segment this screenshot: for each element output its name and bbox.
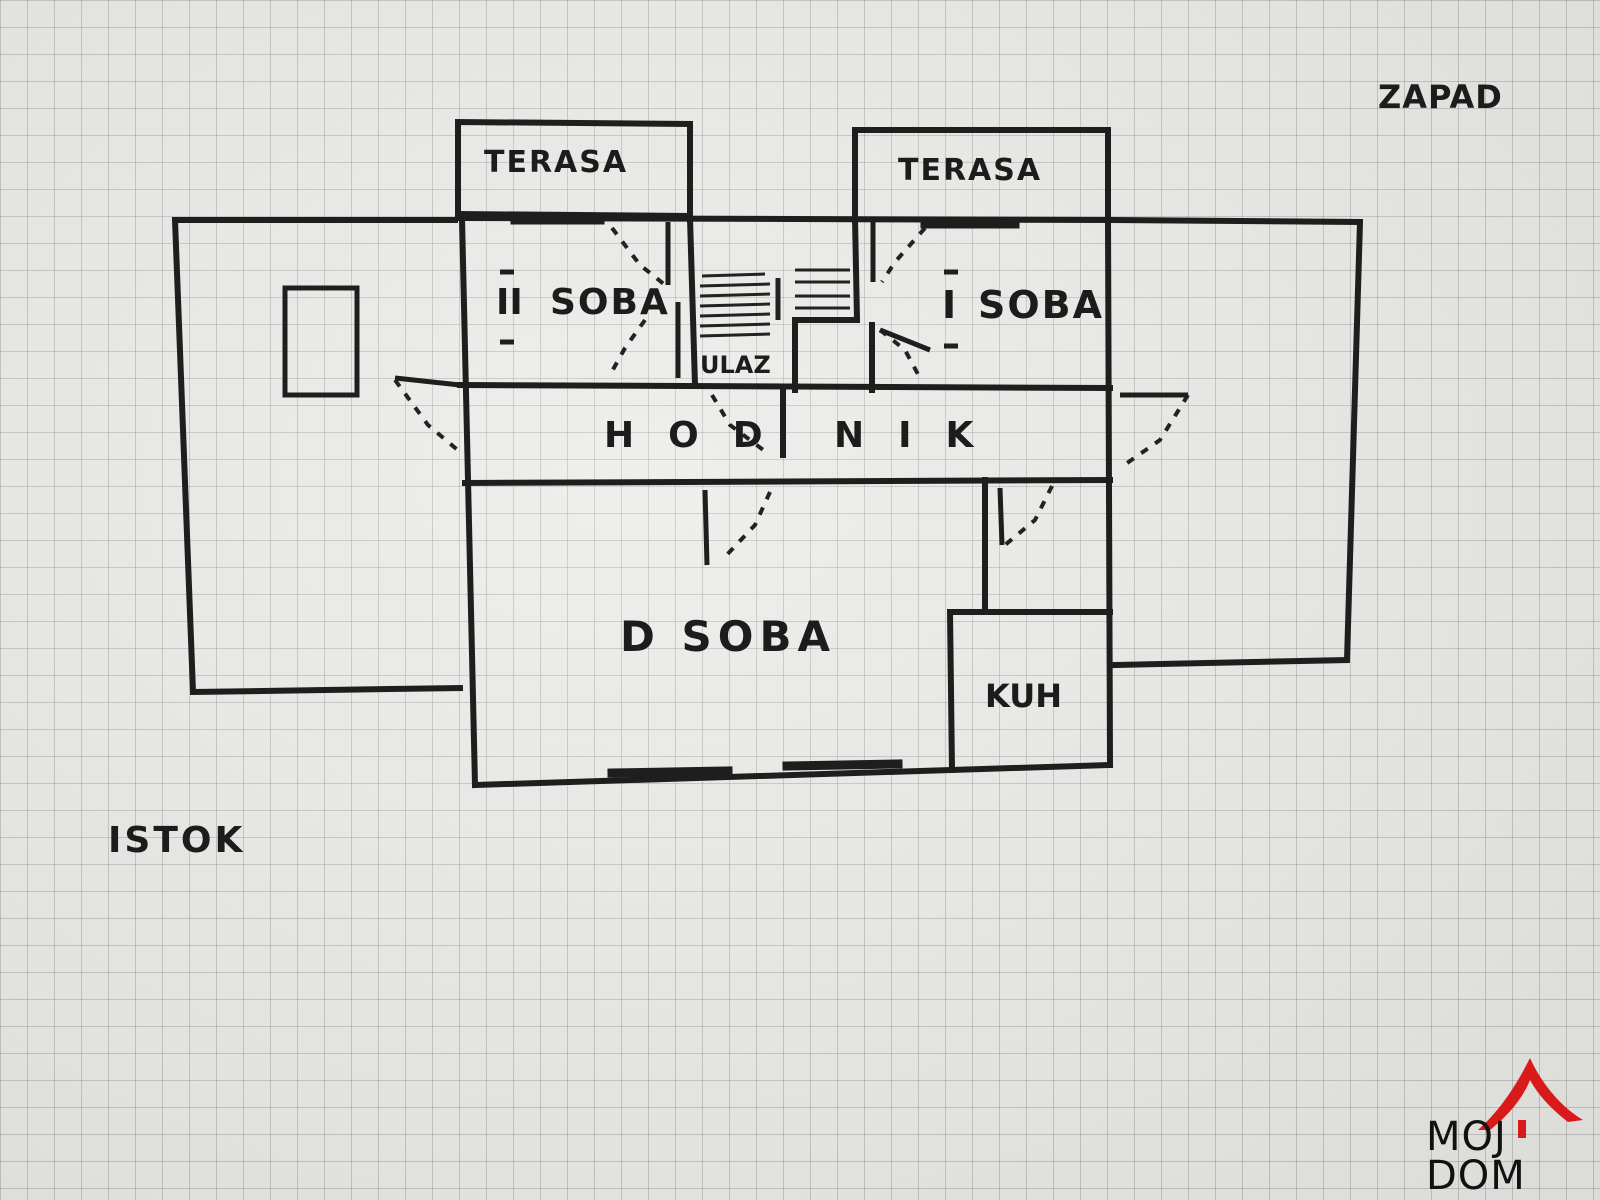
moj-dom-logo: MOJ DOM: [1418, 1050, 1588, 1199]
hallway-label-part1: HOD: [604, 415, 797, 456]
logo-line-1: MOJ: [1426, 1114, 1507, 1160]
left-wing-window: [282, 285, 360, 398]
room-right-number: I: [942, 283, 957, 327]
door-terrace-right: [880, 226, 927, 284]
door-terrace-left: [610, 226, 667, 287]
entrance-label: ULAZ: [700, 351, 771, 379]
terrace-right-outline: [852, 127, 1111, 223]
partition-right-room: [851, 214, 861, 324]
compass-west-label: ZAPAD: [1378, 78, 1503, 116]
door-entrance: [710, 393, 772, 457]
left-wing-outline: [171, 217, 464, 696]
hallway-bottom-wall: [461, 476, 1114, 487]
hallway-label-part2: NIK: [834, 415, 1008, 456]
central-right-wall: [1104, 216, 1114, 769]
house-roof-icon: [1478, 1058, 1583, 1138]
door-living-room-leaf: [702, 489, 710, 566]
logo-line-2: DOM: [1426, 1153, 1526, 1199]
door-bathroom-leaf: [997, 487, 1005, 546]
door-living-room: [720, 491, 772, 562]
terrace-right-label: TERASA: [898, 153, 1043, 188]
room-right-label: SOBA: [978, 283, 1105, 327]
terrace-left-label: TERASA: [484, 145, 629, 180]
bottom-wall: [471, 761, 1114, 789]
room-left-number: II: [496, 282, 523, 323]
partition-left-room: [686, 214, 699, 389]
door-right-wing: [1118, 393, 1190, 470]
door-room-left: [608, 318, 647, 376]
door-left-wing-leaf: [394, 375, 461, 388]
kitchen-label: KUH: [985, 677, 1062, 715]
staircase: [699, 268, 850, 338]
bottom-window-left: [607, 766, 733, 778]
central-left-wall: [458, 214, 479, 789]
compass-east-label: ISTOK: [108, 820, 246, 861]
terrace-left-outline: [455, 118, 693, 223]
kitchen-outline: [946, 609, 1113, 774]
bottom-window-right: [782, 759, 903, 771]
right-wing-outline: [1109, 216, 1364, 669]
hallway-top-wall: [456, 381, 1114, 392]
door-room-right: [878, 328, 922, 379]
room-left-label: SOBA: [550, 282, 670, 323]
door-room-right-leaf: [879, 327, 931, 353]
door-left-wing: [393, 378, 462, 454]
door-bathroom: [1003, 485, 1054, 547]
living-room-label: D SOBA: [620, 612, 836, 661]
